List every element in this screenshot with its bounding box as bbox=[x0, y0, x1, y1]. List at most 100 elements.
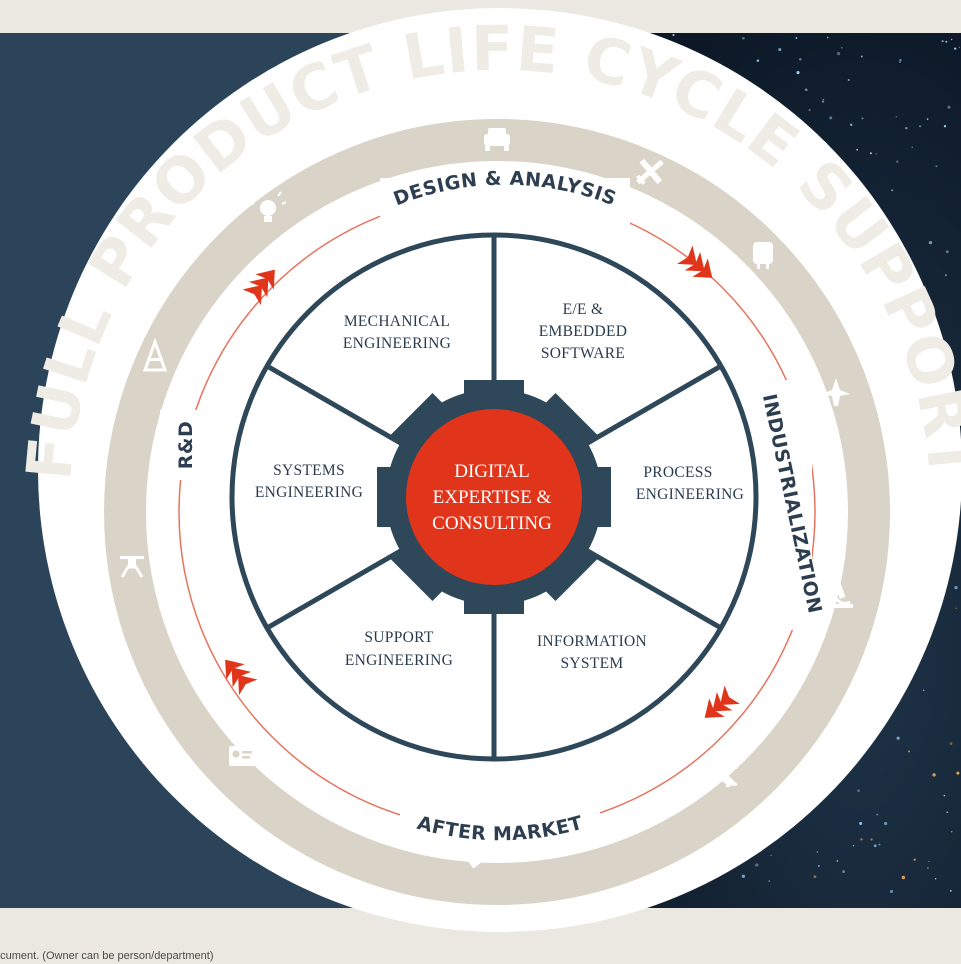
network-dot bbox=[927, 867, 929, 869]
network-dot bbox=[913, 858, 916, 861]
network-dot bbox=[945, 40, 948, 43]
segment-label-line: PROCESS bbox=[643, 464, 712, 481]
network-dot bbox=[756, 59, 760, 62]
center-line-3: CONSULTING bbox=[432, 513, 552, 534]
microscope-icon bbox=[831, 581, 853, 608]
network-dot bbox=[926, 118, 929, 120]
network-dot bbox=[847, 78, 850, 82]
network-dot bbox=[672, 33, 675, 37]
network-dot bbox=[896, 736, 900, 740]
segment-ee: E/E & EMBEDDED SOFTWARE bbox=[539, 301, 628, 362]
network-dot bbox=[755, 863, 759, 867]
network-dot bbox=[804, 88, 808, 92]
network-dot bbox=[907, 750, 911, 753]
network-dot bbox=[841, 46, 843, 49]
network-dot bbox=[741, 874, 746, 878]
car-icon bbox=[484, 128, 510, 151]
chevron-after-rd bbox=[225, 659, 258, 695]
network-dot bbox=[891, 189, 894, 192]
rd-label-bg bbox=[160, 410, 200, 480]
network-dot bbox=[919, 125, 922, 128]
network-dot bbox=[928, 240, 933, 245]
segment-label-line: E/E & bbox=[563, 301, 604, 318]
network-dot bbox=[955, 607, 957, 609]
chevron-rd-design bbox=[242, 269, 275, 305]
network-dot bbox=[816, 851, 819, 853]
network-dots bbox=[672, 33, 961, 894]
chevron-industrialization-after bbox=[704, 685, 740, 718]
network-dot bbox=[778, 48, 782, 52]
network-dot bbox=[768, 880, 771, 882]
network-dot bbox=[860, 838, 863, 841]
chevron-design-industrialization bbox=[677, 245, 713, 278]
network-dot bbox=[876, 813, 879, 816]
network-dot bbox=[796, 71, 800, 75]
segment-label-line: SYSTEM bbox=[561, 655, 624, 672]
oil-rig-icon bbox=[142, 337, 168, 372]
segment-information: INFORMATION SYSTEM bbox=[537, 633, 647, 672]
network-dot bbox=[878, 843, 881, 846]
network-dot bbox=[889, 889, 894, 894]
network-dot bbox=[899, 61, 901, 63]
network-dot bbox=[901, 875, 906, 880]
segment-support: SUPPORT ENGINEERING bbox=[345, 629, 453, 669]
network-dot bbox=[956, 771, 960, 775]
network-dot bbox=[822, 99, 825, 101]
network-dot bbox=[949, 889, 952, 892]
network-dot bbox=[947, 105, 951, 109]
segment-label-line: SUPPORT bbox=[364, 629, 433, 646]
network-dot bbox=[856, 148, 859, 151]
network-dot bbox=[884, 821, 888, 826]
chevrons bbox=[225, 245, 740, 718]
id-card-detail bbox=[232, 750, 252, 759]
network-dot bbox=[860, 55, 863, 58]
segment-label-line: SOFTWARE bbox=[541, 345, 625, 362]
network-dot bbox=[859, 822, 863, 825]
center-label: DIGITAL EXPERTISE & CONSULTING bbox=[432, 461, 552, 534]
network-dot bbox=[875, 153, 877, 155]
segment-label-line: ENGINEERING bbox=[636, 486, 744, 503]
network-dot bbox=[944, 274, 947, 277]
satellite-icon bbox=[468, 843, 500, 869]
segment-label-line: ENGINEERING bbox=[345, 652, 453, 669]
airplane-icon bbox=[636, 158, 664, 185]
segment-label-line: MECHANICAL bbox=[344, 313, 450, 330]
lightbulb-icon bbox=[249, 191, 287, 222]
center-circle bbox=[406, 409, 582, 585]
network-dot bbox=[905, 127, 908, 130]
network-dot bbox=[795, 37, 798, 39]
footer-note: ocument. (Owner can be person/department… bbox=[0, 950, 214, 962]
network-dot bbox=[922, 689, 925, 692]
helicopter-icon bbox=[822, 378, 850, 406]
segment-label-line: ENGINEERING bbox=[343, 335, 451, 352]
network-dot bbox=[934, 878, 937, 880]
industrialization-label-bg bbox=[762, 380, 812, 630]
network-dot bbox=[896, 160, 899, 163]
segment-mechanical: MECHANICAL ENGINEERING bbox=[343, 313, 451, 352]
network-dot bbox=[943, 794, 946, 797]
phase-label-rd: R&D bbox=[175, 421, 197, 469]
network-dot bbox=[932, 773, 936, 777]
network-dot bbox=[935, 165, 938, 168]
segment-label-line: ENGINEERING bbox=[255, 484, 363, 501]
network-dot bbox=[836, 51, 841, 56]
network-dot bbox=[899, 58, 902, 62]
network-dot bbox=[895, 115, 898, 118]
network-dot bbox=[911, 146, 914, 149]
network-dot bbox=[857, 789, 860, 793]
network-dot bbox=[941, 40, 944, 43]
segment-label-line: EMBEDDED bbox=[539, 323, 628, 340]
network-dot bbox=[808, 109, 811, 112]
after-label-bg bbox=[400, 785, 600, 835]
network-dot bbox=[836, 859, 839, 862]
network-dot bbox=[950, 353, 954, 356]
segment-label-line: SYSTEMS bbox=[273, 462, 345, 479]
network-dot bbox=[742, 36, 745, 40]
network-dot bbox=[861, 117, 864, 120]
network-dot bbox=[954, 586, 958, 590]
network-dot bbox=[813, 875, 817, 879]
network-dot bbox=[869, 152, 872, 155]
network-dot bbox=[873, 844, 877, 848]
network-dot bbox=[954, 47, 957, 50]
